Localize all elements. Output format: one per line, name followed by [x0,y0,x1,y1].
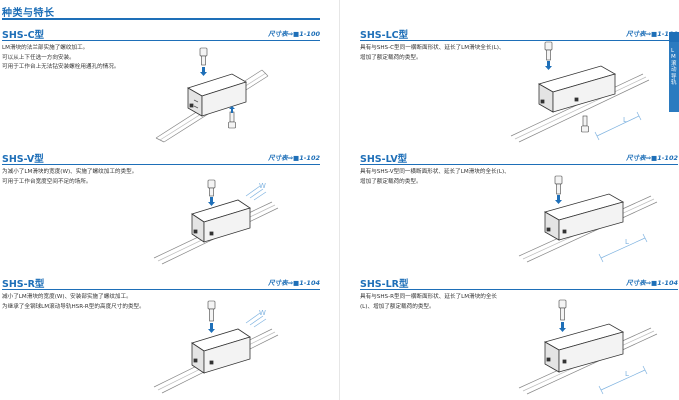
size-table-ref[interactable]: 尺寸表⇒■1-102 [268,154,320,162]
shs-lr-illustration: L [518,299,658,395]
block-rule [360,164,678,165]
block-title: SHS-V型 [2,154,44,165]
arrow-down-icon [555,195,562,204]
shs-lv-illustration: L [518,175,658,263]
length-dimension [598,233,648,263]
desc-line: 可用于工作台上无法钻安装螺栓用通孔的情况。 [2,64,120,70]
lm-block-icon [537,65,617,113]
shs-v-illustration: W [153,179,279,265]
dimension-length-label: L [625,238,629,246]
bolt-icon [207,179,216,197]
block-description: 具有与SHS-V型同一横断面形状、延长了LM滑块的全长(L)、增加了额定载荷的类… [360,168,510,187]
width-dimension [245,185,267,201]
shs-lc-illustration: L [510,41,650,143]
desc-line: 减小了LM滑块的宽度(W)、安装部实施了螺纹加工。 [2,294,132,300]
left-page: 种类与特长 SHS-C型 尺寸表⇒■1-100 LM滑块的法兰部实施了螺纹加工。… [2,0,320,400]
lm-block-icon [543,323,625,373]
size-table-ref[interactable]: 尺寸表⇒■1-104 [268,279,320,287]
page-gutter [339,0,340,400]
dimension-length-label: L [625,370,629,378]
chapter-side-tab[interactable] [669,32,679,112]
block-rule [2,40,320,41]
dimension-length-label: L [623,116,627,124]
block-rule [360,289,678,290]
lm-block-icon [543,193,625,241]
shs-c-illustration [155,47,269,143]
block-title: SHS-R型 [2,279,45,290]
block-description: 减小了LM滑块的宽度(W)、安装部实施了螺纹加工。 为继承了全钢球LM滚动导轨H… [2,293,152,312]
desc-line: 具有与SHS-C型同一横断面形状、延长了LM滑块全长(L)、增加了额定载荷的类型… [360,45,505,61]
block-description: LM滑块的法兰部实施了螺纹加工。 可以从上下任选一方向安装。 可用于工作台上无法… [2,44,152,73]
desc-line: 具有与SHS-R型同一横断面形状、延长了LM滑块的全长(L)、增加了额定载荷的类… [360,294,498,310]
chapter-side-tab-label: LM滚动导轨 [671,48,677,87]
arrow-down-icon [208,197,215,206]
desc-line: 具有与SHS-V型同一横断面形状、延长了LM滑块的全长(L)、增加了额定载荷的类… [360,169,510,185]
block-description: 为减小了LM滑块的宽度(W)、实施了螺纹加工的类型。 可用于工作台宽度空间不足的… [2,168,152,187]
block-rule [2,164,320,165]
section-title: 种类与特长 [2,8,55,19]
bolt-icon [581,115,589,133]
shs-r-illustration: W [153,300,279,394]
block-rule [2,289,320,290]
bolt-icon [207,300,216,322]
lm-block-icon [191,328,251,374]
size-table-ref[interactable]: 尺寸表⇒■1-104 [626,279,678,287]
desc-line: 可用于工作台宽度空间不足的场所。 [2,178,92,185]
length-dimension [594,111,642,141]
block-description: 具有与SHS-R型同一横断面形状、延长了LM滑块的全长(L)、增加了额定载荷的类… [360,293,510,312]
section-title-rule [2,18,320,20]
width-dimension [245,312,267,328]
bolt-icon [554,175,563,195]
arrow-down-icon [208,323,215,333]
bolt-icon [558,299,567,321]
bolt-icon [228,111,236,129]
lm-block-icon [187,73,247,117]
size-table-ref[interactable]: 尺寸表⇒■1-102 [626,154,678,162]
block-description: 具有与SHS-C型同一横断面形状、延长了LM滑块全长(L)、增加了额定载荷的类型… [360,44,510,63]
block-rule [360,40,678,41]
chapter-side-tab-marker [669,32,679,42]
block-title: SHS-C型 [2,30,45,41]
arrow-down-icon [545,61,552,70]
lm-block-icon [191,199,251,243]
bolt-icon [544,41,553,61]
right-page: SHS-LC型 尺寸表⇒■1-100 具有与SHS-C型同一横断面形状、延长了L… [360,0,678,400]
desc-line: 为减小了LM滑块的宽度(W)、实施了螺纹加工的类型。 [2,169,138,175]
block-title: SHS-LV型 [360,154,408,165]
bolt-icon [199,47,208,66]
desc-line: 可以从上下任选一方向安装。 [2,54,75,61]
dimension-width-label: W [259,182,266,190]
size-table-ref[interactable]: 尺寸表⇒■1-100 [626,30,678,38]
size-table-ref[interactable]: 尺寸表⇒■1-100 [268,30,320,38]
desc-line: 为继承了全钢球LM滚动导轨HSR-R型的高度尺寸的类型。 [2,303,145,310]
arrow-up-icon [229,106,235,113]
desc-line: LM滑块的法兰部实施了螺纹加工。 [2,45,89,51]
arrow-down-icon [200,67,207,76]
block-title: SHS-LC型 [360,30,409,41]
block-title: SHS-LR型 [360,279,409,290]
arrow-down-icon [559,322,566,332]
dimension-width-label: W [259,309,266,317]
length-dimension [598,365,648,395]
